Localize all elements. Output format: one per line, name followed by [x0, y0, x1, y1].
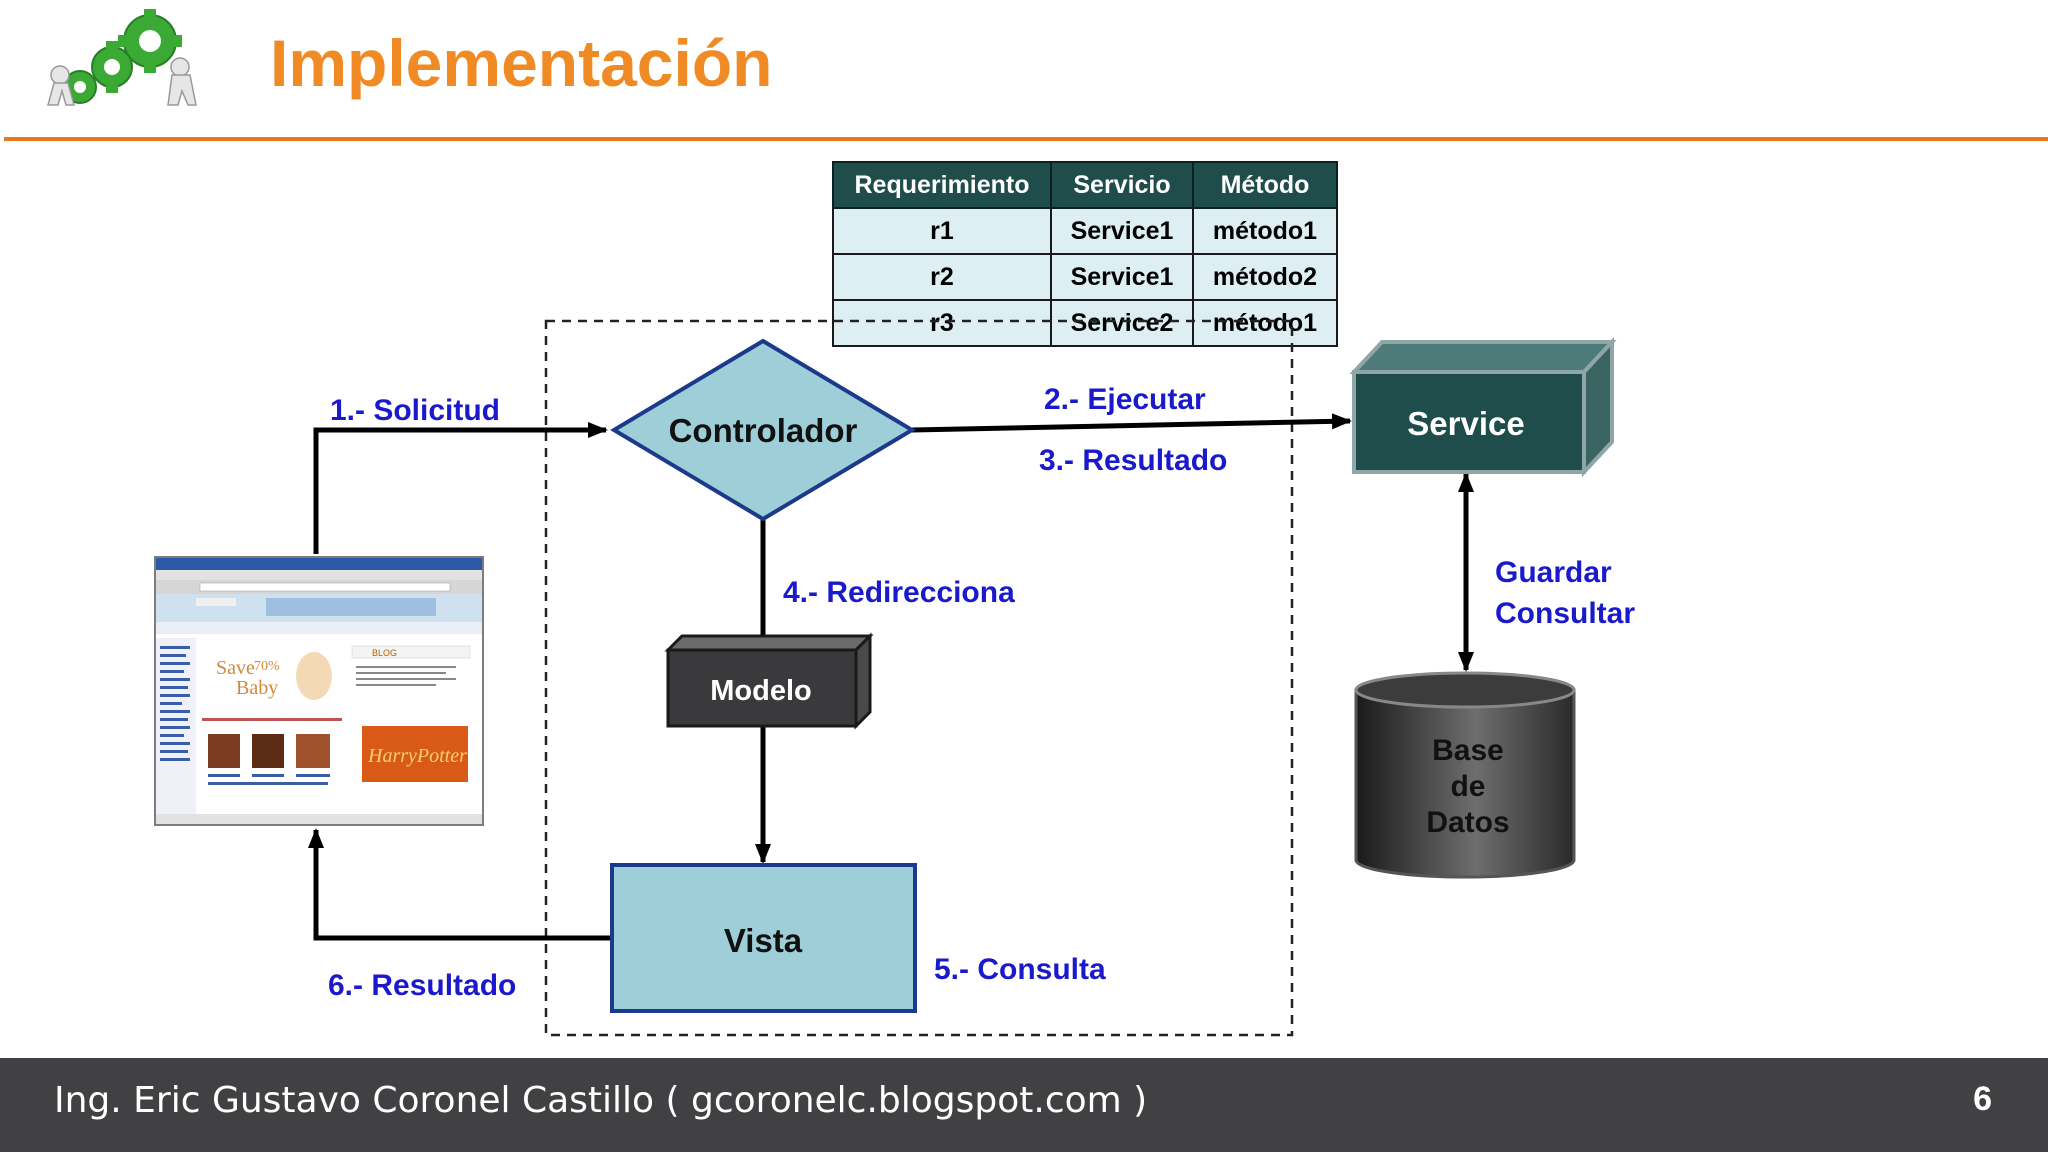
arrow-resultado	[308, 828, 612, 941]
header-metodo: Método	[1192, 161, 1338, 209]
database-label-line2: de	[1450, 770, 1485, 803]
database-label-line1: Base	[1432, 734, 1504, 767]
browser-screenshot-image: Save 70% Baby BLOG HarryPotter	[154, 556, 484, 826]
table-cell: r3	[832, 299, 1052, 347]
table-cell: método1	[1192, 207, 1338, 255]
header-servicio: Servicio	[1050, 161, 1194, 209]
table-cell: Service1	[1050, 253, 1194, 301]
svg-text:70%: 70%	[254, 659, 280, 674]
footer-bar: Ing. Eric Gustavo Coronel Castillo ( gco…	[0, 1058, 2048, 1152]
page-number: 6	[1973, 1080, 1992, 1118]
table-cell: r1	[832, 207, 1052, 255]
table-cell: Service1	[1050, 207, 1194, 255]
gears-logo-icon	[20, 5, 200, 130]
slide-title: Implementación	[270, 26, 773, 100]
controller-diamond	[610, 338, 916, 522]
controller-label: Controlador	[669, 412, 858, 449]
header-requerimiento: Requerimiento	[832, 161, 1052, 209]
service-label: Service	[1407, 405, 1524, 442]
footer-author: Ing. Eric Gustavo Coronel Castillo ( gco…	[54, 1080, 1148, 1121]
table-cell: método2	[1192, 253, 1338, 301]
arrow-ejecutar	[911, 413, 1352, 433]
step-1-label: 1.- Solicitud	[330, 394, 500, 427]
table-cell: Service2	[1050, 299, 1194, 347]
svg-text:Baby: Baby	[236, 677, 278, 699]
title-divider	[4, 137, 2048, 141]
svg-text:BLOG: BLOG	[372, 648, 397, 658]
model-label: Modelo	[710, 675, 812, 707]
arrow-solicitud	[313, 422, 608, 554]
service-box	[1349, 336, 1617, 478]
table-row: r3 Service2 método1	[832, 299, 1338, 347]
step-3-label: 3.- Resultado	[1039, 444, 1227, 477]
requirements-table: Requerimiento Servicio Método r1 Service…	[832, 161, 1338, 347]
table-row: r1 Service1 método1	[832, 207, 1338, 255]
step-2-label: 2.- Ejecutar	[1044, 383, 1206, 416]
svg-text:Save: Save	[216, 657, 255, 679]
table-cell: r2	[832, 253, 1052, 301]
step-6-label: 6.- Resultado	[328, 969, 516, 1002]
db-guardar-label: Guardar	[1495, 556, 1612, 589]
view-label: Vista	[724, 922, 803, 959]
step-4-label: 4.- Redirecciona	[783, 576, 1015, 609]
table-row: r2 Service1 método2	[832, 253, 1338, 301]
table-cell: método1	[1192, 299, 1338, 347]
db-consultar-label: Consultar	[1495, 597, 1635, 630]
model-box	[664, 632, 874, 730]
database-cylinder	[1354, 671, 1576, 879]
svg-text:HarryPotter: HarryPotter	[367, 745, 467, 767]
view-box	[610, 863, 917, 1013]
database-label-line3: Datos	[1426, 806, 1509, 839]
step-5-label: 5.- Consulta	[934, 953, 1106, 986]
table-header-row: Requerimiento Servicio Método	[832, 161, 1338, 209]
controller-boundary	[544, 319, 1294, 1037]
